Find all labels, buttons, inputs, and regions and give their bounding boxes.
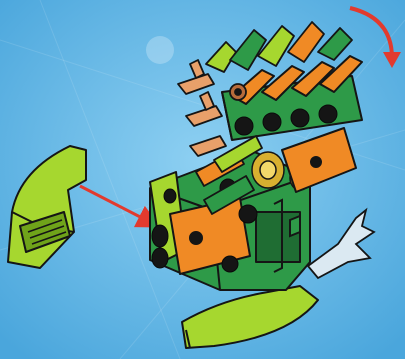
build-step-illustration bbox=[0, 0, 405, 359]
build-step-stage bbox=[0, 0, 405, 359]
